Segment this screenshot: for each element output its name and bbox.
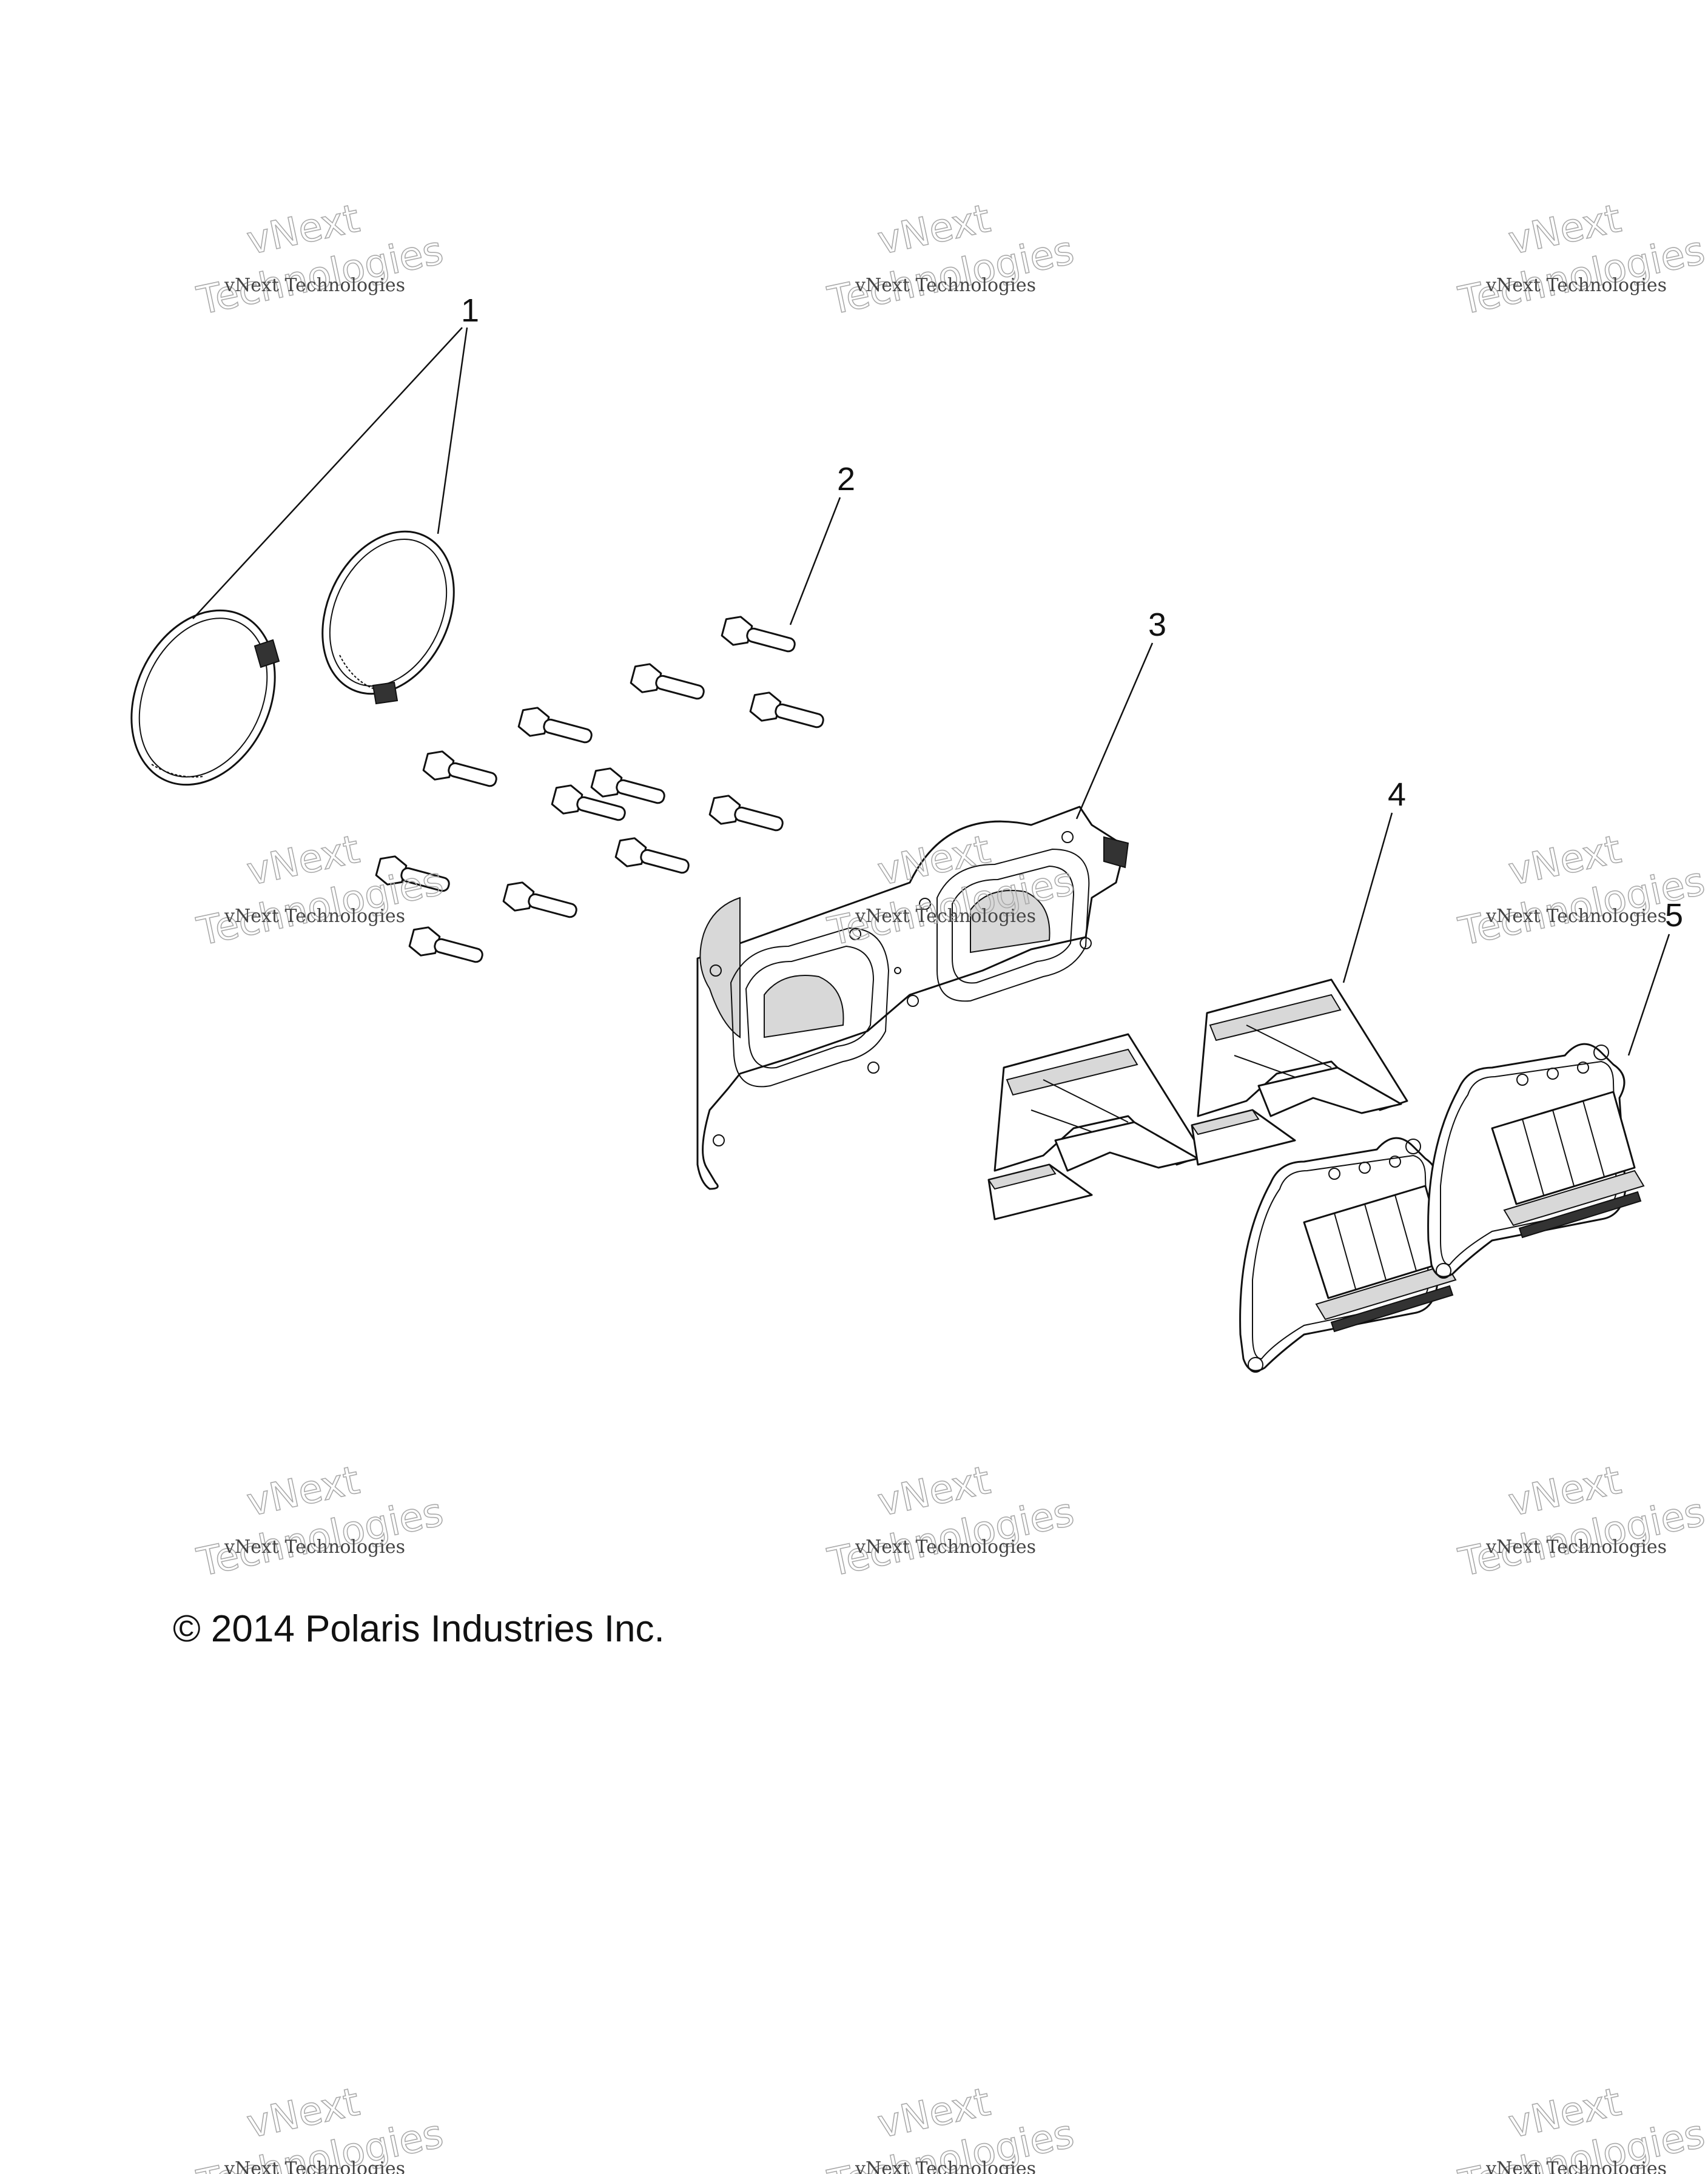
watermark-top-center: Technologies vNext vNext Technologies [824, 196, 1078, 325]
watermark-bottom-left: Technologies vNext vNext Technologies [193, 2079, 448, 2174]
reed-stuffer-right [1191, 978, 1408, 1166]
watermark-bottom-center: Technologies vNext vNext Technologies [824, 2079, 1078, 2174]
reed-stuffer-left [987, 1033, 1205, 1220]
watermark-small-text: vNext Technologies [855, 1536, 1036, 1558]
watermark-low-left: Technologies vNext vNext Technologies [193, 1458, 448, 1586]
watermark-bottom-right: Technologies vNext vNext Technologies [1454, 2079, 1708, 2174]
watermark-small-text: vNext Technologies [1485, 1536, 1667, 1558]
callout-1: 1 [461, 292, 479, 329]
watermark-small-text: vNext Technologies [224, 2158, 405, 2174]
watermark-small-text: vNext Technologies [855, 906, 1036, 927]
reed-valve-left [1239, 1137, 1457, 1373]
callout-3: 3 [1148, 607, 1166, 643]
copyright-notice: © 2014 Polaris Industries Inc. [173, 1608, 665, 1650]
callout-2: 2 [837, 461, 855, 497]
watermark-small-text: vNext Technologies [855, 275, 1036, 296]
callout-5: 5 [1665, 897, 1683, 934]
watermark-mid-right: Technologies vNext vNext Technologies [1454, 827, 1708, 955]
hose-clamp-right [321, 530, 455, 705]
leader-lines [192, 327, 1670, 1056]
watermark-small-text: vNext Technologies [1485, 2158, 1667, 2174]
watermark-small-text: vNext Technologies [1485, 906, 1667, 927]
hose-clamp-left [130, 609, 280, 786]
watermark-small-text: vNext Technologies [224, 1536, 405, 1558]
adapter-plate [696, 806, 1129, 1190]
watermark-small-text: vNext Technologies [224, 906, 405, 927]
watermark-top-left: Technologies vNext vNext Technologies [193, 196, 448, 325]
watermark-small-text: vNext Technologies [1485, 275, 1667, 296]
bolt-group [375, 616, 824, 963]
watermark-low-center: Technologies vNext vNext Technologies [824, 1458, 1078, 1586]
watermark-mid-left: Technologies vNext vNext Technologies [193, 827, 448, 955]
watermark-top-right: Technologies vNext vNext Technologies [1454, 196, 1708, 325]
watermark-small-text: vNext Technologies [224, 275, 405, 296]
watermark-low-right: Technologies vNext vNext Technologies [1454, 1458, 1708, 1586]
callout-4: 4 [1388, 776, 1406, 813]
reed-valve-right [1427, 1043, 1645, 1279]
watermark-small-text: vNext Technologies [855, 2158, 1036, 2174]
